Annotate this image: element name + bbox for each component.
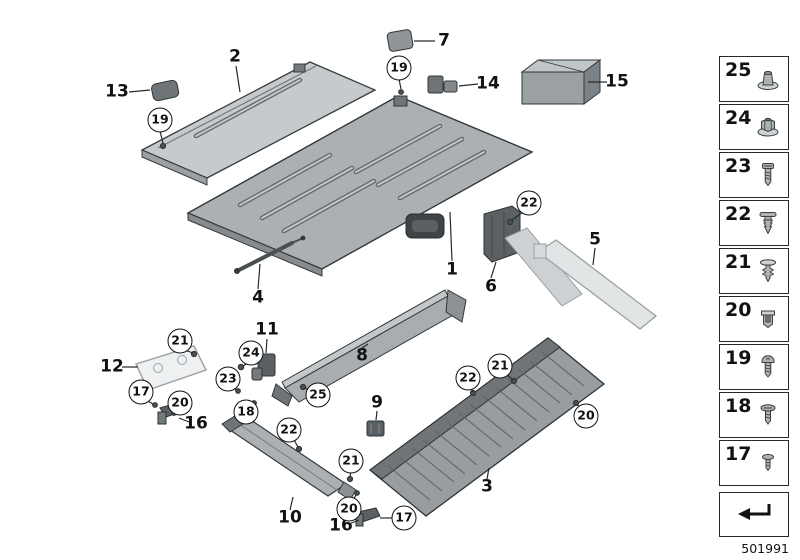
callout-20[interactable]: 20 xyxy=(573,403,599,429)
torx-screw-icon xyxy=(761,355,775,378)
callout-22[interactable]: 22 xyxy=(516,190,542,216)
callout-13[interactable]: 13 xyxy=(105,81,129,102)
part-13-cap xyxy=(151,79,180,102)
legend-item-number: 22 xyxy=(725,203,752,225)
schematic-link-button[interactable] xyxy=(719,492,789,537)
part-7-cover xyxy=(386,29,414,52)
part-8-crossmember xyxy=(271,289,467,407)
legend-item-21[interactable]: 21 xyxy=(719,248,789,294)
callout-22[interactable]: 22 xyxy=(276,417,302,443)
clip-icon xyxy=(760,259,776,282)
legend-item-number: 23 xyxy=(725,155,752,177)
leader-lines xyxy=(122,40,607,525)
legend-item-17[interactable]: 17 xyxy=(719,440,789,486)
legend-item-number: 25 xyxy=(725,59,752,81)
legend-item-number: 20 xyxy=(725,299,752,321)
callout-1[interactable]: 1 xyxy=(446,259,458,280)
callout-24[interactable]: 24 xyxy=(238,340,264,366)
callout-10[interactable]: 10 xyxy=(278,507,302,528)
callout-19[interactable]: 19 xyxy=(147,107,173,133)
callout-14[interactable]: 14 xyxy=(476,73,500,94)
part-5-rail xyxy=(504,227,658,330)
part-16-bracket-bottom xyxy=(355,507,381,527)
callout-9[interactable]: 9 xyxy=(371,392,383,413)
part-11-bracket xyxy=(251,353,276,381)
callout-23[interactable]: 23 xyxy=(215,366,241,392)
callout-7[interactable]: 7 xyxy=(438,30,450,51)
callout-25[interactable]: 25 xyxy=(305,382,331,408)
callout-17[interactable]: 17 xyxy=(128,379,154,405)
legend-item-24[interactable]: 24 xyxy=(719,104,789,150)
part-9-clip xyxy=(366,420,385,437)
expanding-nut-icon xyxy=(761,310,775,329)
part-3-ribbed-panel xyxy=(368,337,606,517)
callout-3[interactable]: 3 xyxy=(481,476,493,497)
legend-item-18[interactable]: 18 xyxy=(719,392,789,438)
fillister-screw-icon xyxy=(762,163,774,187)
legend-item-number: 19 xyxy=(725,347,752,369)
callout-2[interactable]: 2 xyxy=(229,46,241,67)
legend-item-22[interactable]: 22 xyxy=(719,200,789,246)
plastic-nut-icon xyxy=(757,70,779,90)
diagram-number: 501991 xyxy=(741,541,789,556)
callout-21[interactable]: 21 xyxy=(167,328,193,354)
callout-4[interactable]: 4 xyxy=(252,287,264,308)
legend-item-number: 21 xyxy=(725,251,752,273)
expansion-rivet-icon xyxy=(759,212,777,234)
legend-item-20[interactable]: 20 xyxy=(719,296,789,342)
callout-20[interactable]: 20 xyxy=(167,390,193,416)
fastener-legend: 25 24 23 xyxy=(719,56,789,486)
legend-item-number: 17 xyxy=(725,443,752,465)
legend-item-number: 24 xyxy=(725,107,752,129)
callout-16[interactable]: 16 xyxy=(184,413,208,434)
legend-item-25[interactable]: 25 xyxy=(719,56,789,102)
part-2-cover-panel xyxy=(140,61,377,186)
schematic-arrow-icon xyxy=(738,503,771,520)
legend-item-19[interactable]: 19 xyxy=(719,344,789,390)
callout-20[interactable]: 20 xyxy=(336,496,362,522)
callout-12[interactable]: 12 xyxy=(100,356,124,377)
callout-21[interactable]: 21 xyxy=(338,448,364,474)
callout-15[interactable]: 15 xyxy=(605,71,629,92)
callout-18[interactable]: 18 xyxy=(233,399,259,425)
callout-8[interactable]: 8 xyxy=(356,345,368,366)
flange-nut-icon xyxy=(757,117,779,137)
callout-17[interactable]: 17 xyxy=(391,505,417,531)
legend-item-23[interactable]: 23 xyxy=(719,152,789,198)
callout-21[interactable]: 21 xyxy=(487,353,513,379)
oval-screw-icon xyxy=(760,404,776,425)
small-screw-icon xyxy=(762,453,774,472)
callout-22[interactable]: 22 xyxy=(455,365,481,391)
callout-6[interactable]: 6 xyxy=(485,276,497,297)
callout-19[interactable]: 19 xyxy=(386,55,412,81)
part-14-bracket xyxy=(427,75,458,94)
part-4-gas-strut xyxy=(234,235,306,274)
part-1-floor-panel xyxy=(186,95,534,277)
callout-5[interactable]: 5 xyxy=(589,229,601,250)
callout-11[interactable]: 11 xyxy=(255,319,279,340)
legend-item-number: 18 xyxy=(725,395,752,417)
